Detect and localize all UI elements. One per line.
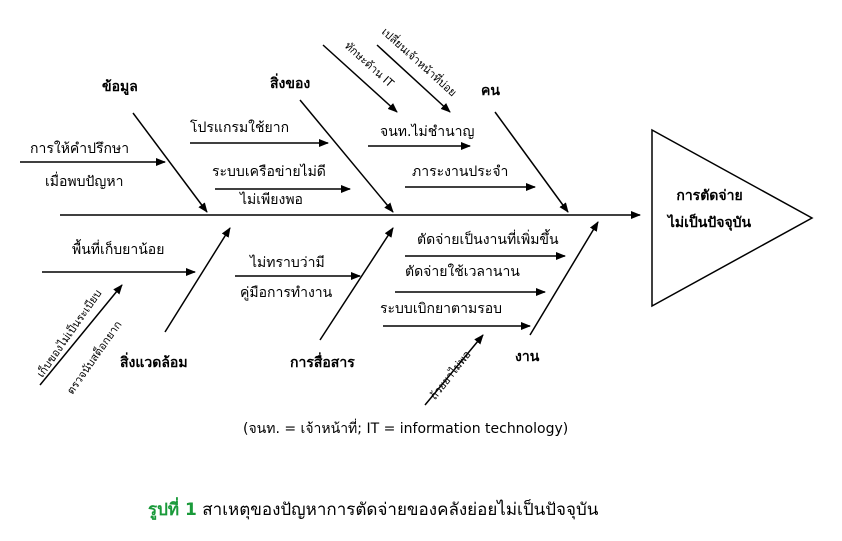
rib-communication xyxy=(319,227,394,341)
cause-label: พื้นที่เก็บยาน้อย xyxy=(72,242,165,258)
cause-label: ตัดจ่ายเป็นงานที่เพิ่มขึ้น xyxy=(417,232,559,248)
figure-caption-text: สาเหตุของปัญหาการตัดจ่ายของคลังย่อยไม่เป… xyxy=(202,500,599,520)
category-work: งาน xyxy=(515,349,540,365)
category-environment: สิ่งแวดล้อม xyxy=(120,355,188,371)
cause-label: ตัดจ่ายใช้เวลานาน xyxy=(405,264,520,280)
effect-line2: ไม่เป็นปัจจุบัน xyxy=(667,214,752,231)
abbreviation-note: (จนท. = เจ้าหน้าที่; IT = information te… xyxy=(243,421,569,437)
cause-label: ไม่ทราบว่ามี xyxy=(250,255,325,271)
rib-people xyxy=(494,111,569,213)
cause-arrow xyxy=(322,44,398,113)
effect-line1: การตัดจ่าย xyxy=(676,188,743,204)
category-communication: การสื่อสาร xyxy=(290,355,355,371)
cause-label: ระบบเครือข่ายไม่ดี xyxy=(212,164,326,180)
effect-label: การตัดจ่าย ไม่เป็นปัจจุบัน xyxy=(652,183,767,236)
category-data: ข้อมูล xyxy=(102,79,138,95)
cause-label: การให้คำปรึกษา xyxy=(30,141,130,157)
cause-label: จนท.ไม่ชำนาญ xyxy=(380,124,475,140)
cause-label: โปรแกรมใช้ยาก xyxy=(190,120,290,136)
category-supplies: สิ่งของ xyxy=(270,76,311,92)
cause-label: คู่มือการทำงาน xyxy=(240,285,333,301)
rib-work xyxy=(529,221,599,336)
cause-arrow xyxy=(376,44,451,113)
figure-number: รูปที่ 1 xyxy=(148,500,197,520)
rib-environment xyxy=(164,227,231,333)
category-people: คน xyxy=(481,83,500,99)
cause-arrow xyxy=(424,334,484,406)
cause-label: เมื่อพบปัญหา xyxy=(45,174,124,190)
cause-label: ไม่เพียงพอ xyxy=(240,192,303,208)
cause-arrow xyxy=(39,284,123,386)
cause-label: ระบบเบิกยาตามรอบ xyxy=(380,301,503,317)
effect-head xyxy=(651,128,814,308)
rib-data xyxy=(132,112,208,213)
cause-label: ภาระงานประจำ xyxy=(412,164,509,180)
figure-caption: รูปที่ 1 สาเหตุของปัญหาการตัดจ่ายของคลัง… xyxy=(148,496,598,523)
rib-supplies xyxy=(299,99,394,213)
